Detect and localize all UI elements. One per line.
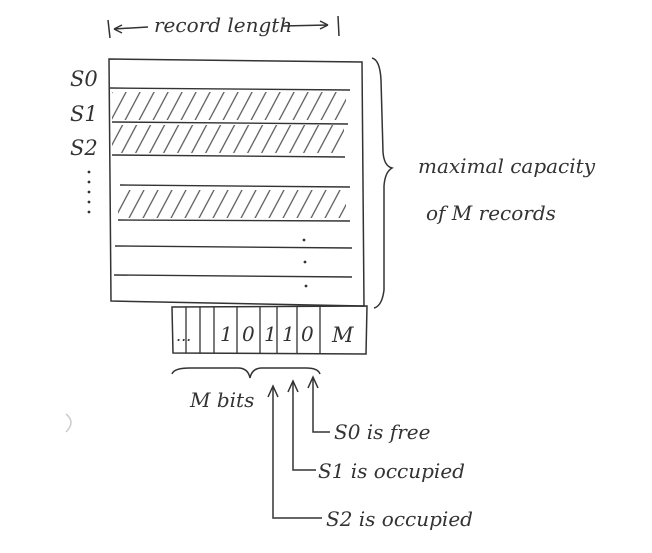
- bitmap-bit: 1: [282, 322, 295, 346]
- edge-arc-mark: [65, 413, 72, 433]
- slot-s2-hatched: [112, 125, 344, 153]
- m-bits-label: M bits: [189, 388, 254, 412]
- annotation-s1-occupied: S1 is occupied: [318, 459, 465, 483]
- capacity-label-line2: of M records: [426, 201, 556, 225]
- page-ellipsis: [302, 238, 308, 288]
- slot-label-s1: S1: [70, 102, 98, 126]
- slot-label-s0: S0: [70, 67, 98, 91]
- record-length-dimension: record length: [107, 13, 340, 39]
- bitmap-bit: 0: [301, 322, 314, 346]
- bitmap: ... 1 0 1 1 0 M: [171, 305, 368, 355]
- record-length-label: record length: [154, 13, 292, 37]
- slot-labels: S0 S1 S2: [70, 67, 98, 214]
- m-bits-brace: [171, 367, 321, 379]
- capacity-label-line1: maximal capacity: [418, 154, 596, 178]
- slot-label-s2: S2: [70, 136, 98, 160]
- bitmap-count: M: [331, 323, 354, 347]
- page-block: [108, 58, 365, 307]
- bitmap-bit: 1: [220, 322, 233, 346]
- slot-s1-hatched: [112, 92, 346, 120]
- annotation-s2-occupied: S2 is occupied: [326, 507, 473, 531]
- bitmap-bit: 0: [242, 322, 255, 346]
- slot-hatched-lower: [118, 190, 346, 218]
- annotation-s0-free: S0 is free: [334, 420, 430, 444]
- capacity-brace: [371, 57, 394, 309]
- annotation-arrows: [267, 375, 330, 519]
- bitmap-bit: 1: [264, 322, 277, 346]
- bitmap-ellipsis: ...: [176, 326, 191, 345]
- slot-label-ellipsis: [87, 170, 91, 214]
